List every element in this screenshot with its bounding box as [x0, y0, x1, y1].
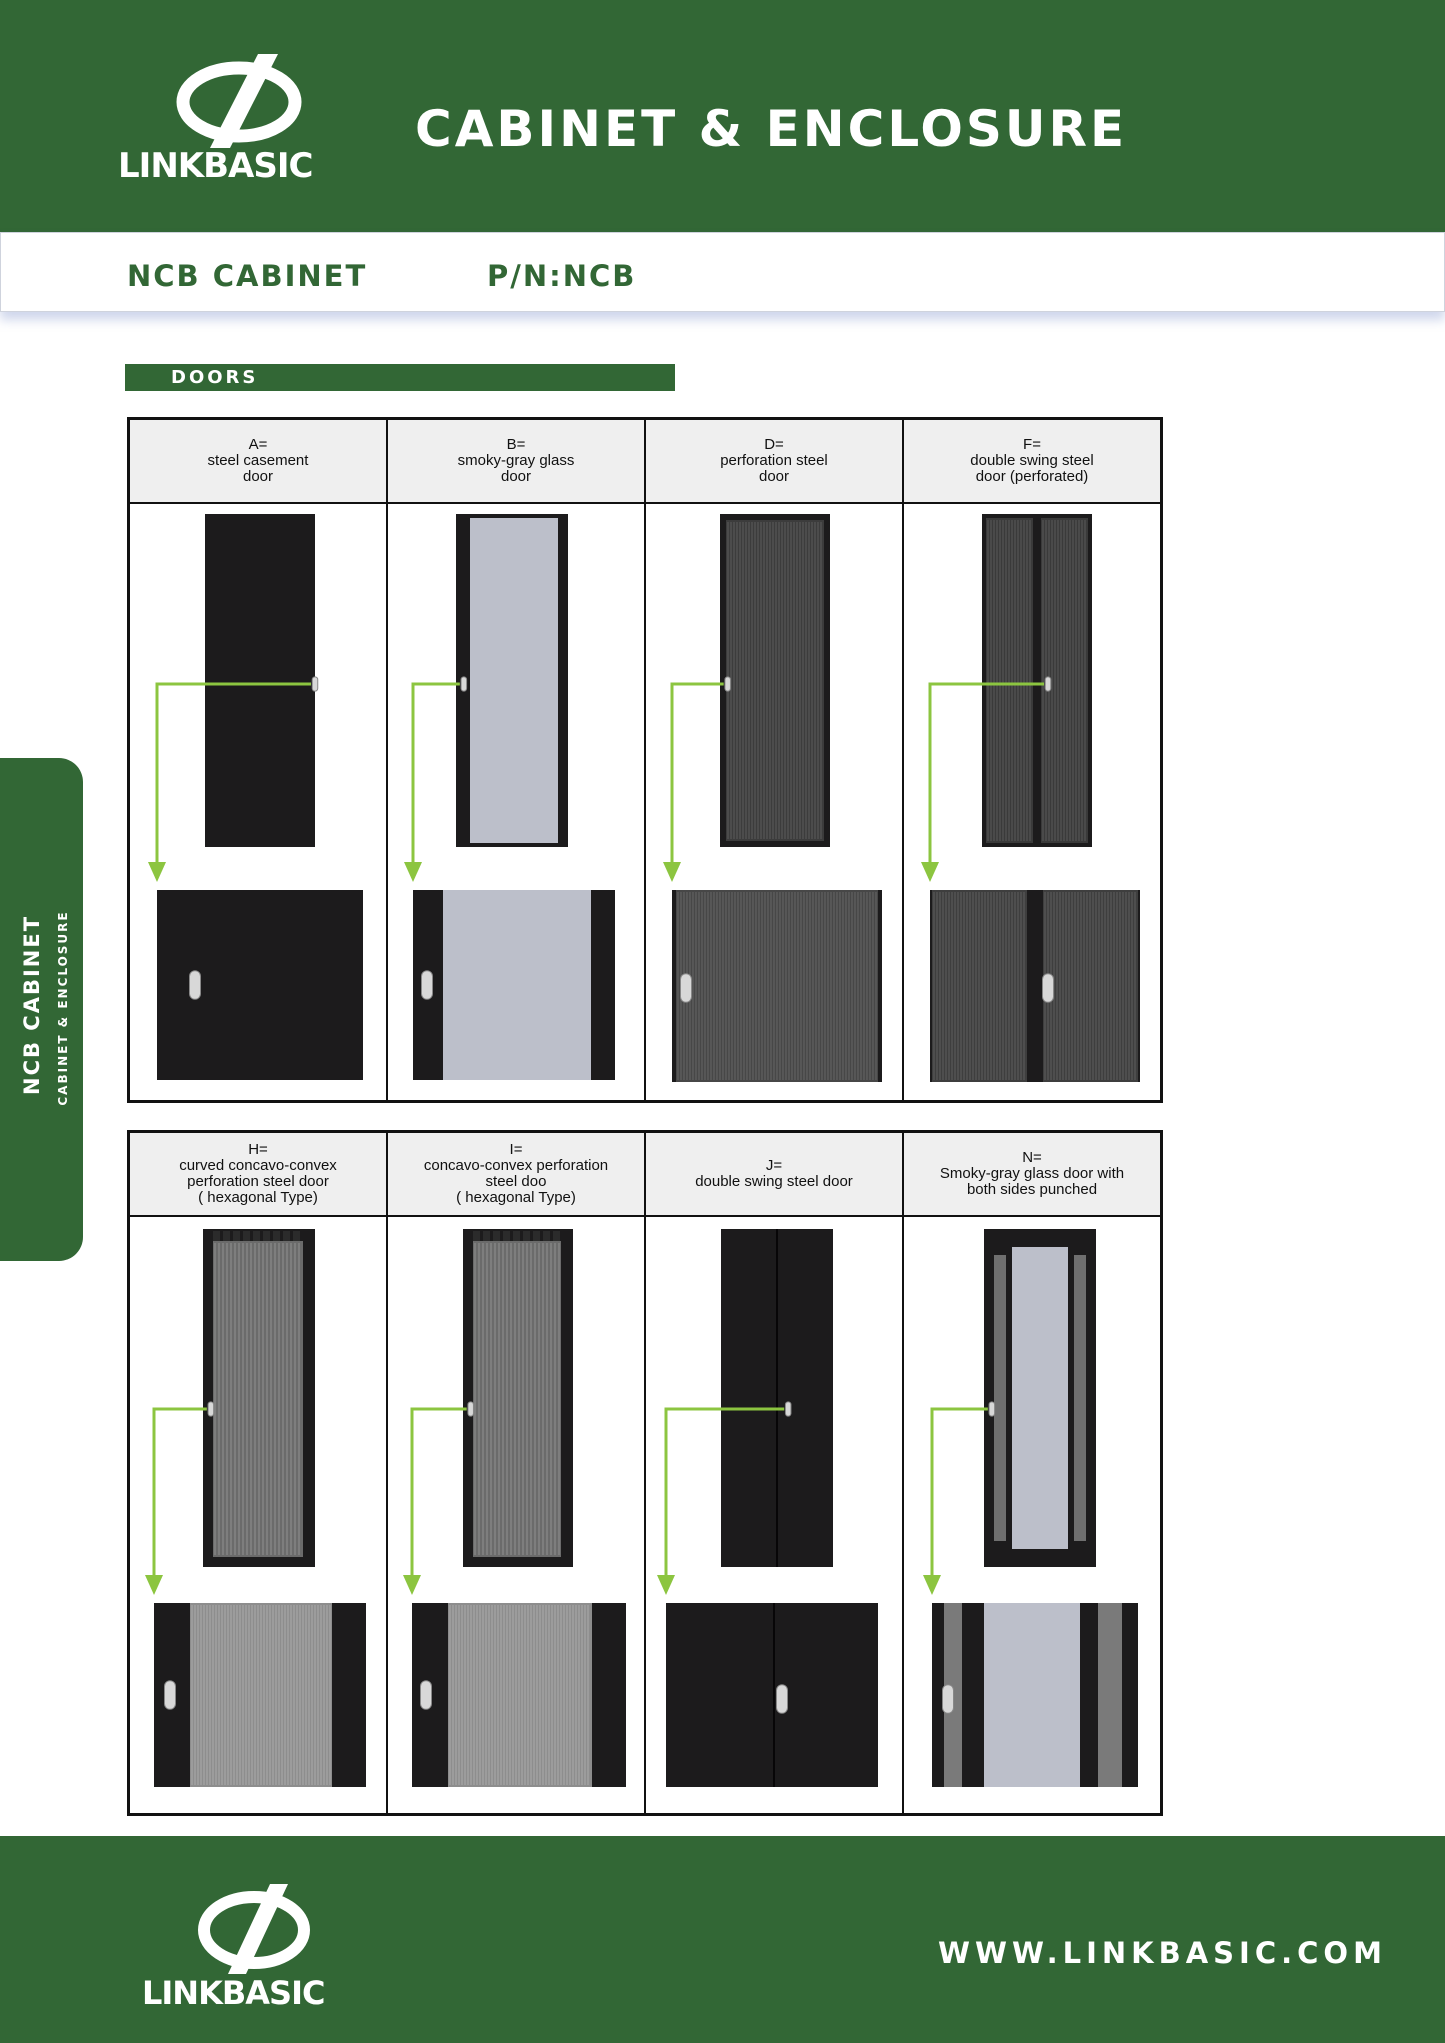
side-tab-title: NCB CABINET	[20, 914, 44, 1095]
door-illustration	[404, 514, 615, 1080]
door-handle	[311, 676, 319, 692]
arrow-icon	[663, 682, 724, 882]
door-handle	[1044, 676, 1052, 692]
door-handle-detail	[1042, 973, 1054, 1003]
door-detail-view	[672, 890, 882, 1082]
door-illustration	[923, 1229, 1138, 1787]
image-row	[127, 1215, 1163, 1816]
door-detail-view	[157, 890, 363, 1080]
door-handle-detail	[776, 1684, 788, 1714]
image-row	[127, 502, 1163, 1103]
door-front-view	[984, 1229, 1096, 1567]
door-illustration	[663, 514, 882, 1082]
arrow-icon	[657, 1407, 785, 1595]
door-detail-view	[932, 1603, 1138, 1787]
door-detail-view	[413, 890, 615, 1080]
door-image-j	[644, 1215, 904, 1816]
door-image-b	[386, 502, 646, 1103]
footer-logo-text: LINKBASIC	[142, 1974, 325, 2012]
door-detail-view	[154, 1603, 366, 1787]
door-image-h	[127, 1215, 388, 1816]
page-title: CABINET & ENCLOSURE	[415, 100, 1128, 158]
arrow-icon	[404, 682, 460, 882]
arrow-icon	[923, 1407, 988, 1595]
footer-logo-icon	[198, 1884, 310, 1974]
part-number: P/N:NCB	[487, 259, 637, 293]
door-handle-detail	[421, 970, 433, 1000]
door-illustration	[921, 514, 1140, 1082]
door-illustration	[145, 1229, 366, 1787]
door-front-view	[456, 514, 568, 847]
section-label: DOORS	[171, 367, 259, 388]
door-handle	[784, 1401, 792, 1417]
door-front-view	[721, 1229, 833, 1567]
door-handle	[467, 1401, 474, 1417]
door-handle-detail	[164, 1680, 176, 1710]
brand-logo-text: LINKBASIC	[118, 146, 313, 186]
door-front-view	[463, 1229, 573, 1567]
door-image-i	[386, 1215, 646, 1816]
door-handle-detail	[942, 1684, 954, 1714]
brand-logo: LINKBASIC	[118, 52, 353, 186]
door-image-f	[902, 502, 1163, 1103]
door-front-view	[720, 514, 830, 847]
side-tab: NCB CABINET CABINET & ENCLOSURE	[0, 758, 83, 1261]
arrow-icon	[403, 1407, 467, 1595]
footer-banner: LINKBASIC	[0, 1836, 1445, 2043]
door-illustration	[148, 514, 363, 1080]
door-handle	[724, 676, 731, 692]
footer-logo: LINKBASIC	[142, 1878, 377, 2012]
door-image-d	[644, 502, 904, 1103]
arrow-icon	[145, 1407, 207, 1595]
product-name: NCB CABINET	[127, 259, 368, 293]
website-link[interactable]: WWW.LINKBASIC.COM	[938, 1936, 1387, 1970]
door-handle	[207, 1401, 215, 1417]
door-detail-view	[666, 1603, 878, 1787]
side-tab-subtitle: CABINET & ENCLOSURE	[56, 910, 70, 1106]
door-handle-detail	[189, 970, 201, 1000]
door-handle-detail	[680, 973, 692, 1003]
door-handle	[988, 1401, 996, 1417]
product-subheader: NCB CABINET P/N:NCB	[0, 232, 1445, 312]
section-header: DOORS	[125, 364, 675, 391]
door-detail-view	[412, 1603, 626, 1787]
header-banner: LINKBASIC CABINET & ENCLOSURE	[0, 0, 1445, 232]
door-illustration	[403, 1229, 626, 1787]
brand-logo-icon	[176, 54, 302, 148]
door-label-j: J=double swing steel door	[644, 1130, 904, 1217]
door-front-view	[203, 1229, 315, 1567]
door-image-n	[902, 1215, 1163, 1816]
arrow-icon	[148, 682, 311, 882]
door-handle-detail	[420, 1680, 432, 1710]
door-illustration	[657, 1229, 878, 1787]
door-handle	[460, 676, 468, 692]
arrow-icon	[921, 682, 1044, 882]
door-image-a	[127, 502, 388, 1103]
door-detail-view	[930, 890, 1140, 1082]
door-front-view	[205, 514, 315, 847]
door-front-view	[982, 514, 1092, 847]
